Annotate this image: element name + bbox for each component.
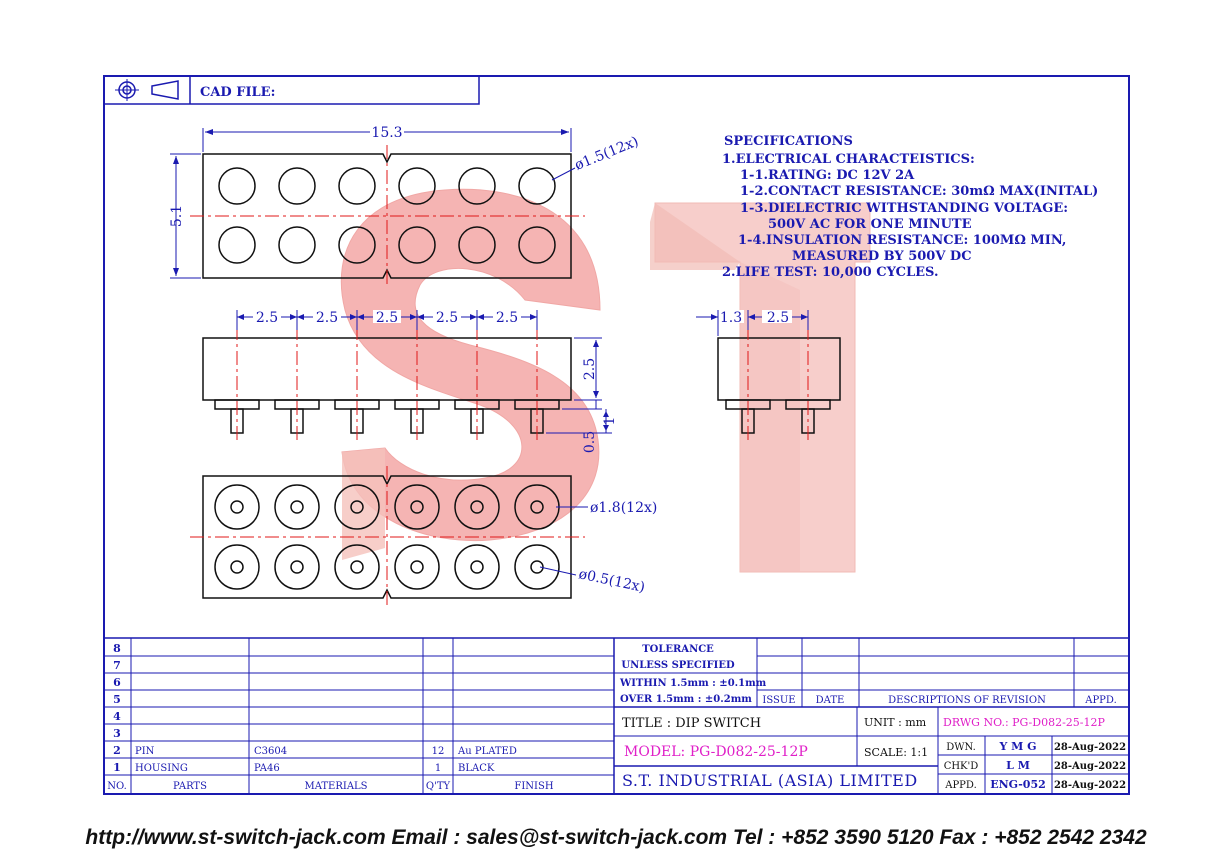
dim-pin-gap: 0.5 bbox=[582, 431, 598, 453]
spec-line-1: 1.ELECTRICAL CHARACTEISTICS: bbox=[722, 152, 975, 167]
bom-item-housing: 1 HOUSING PA46 1 BLACK bbox=[113, 761, 495, 774]
bom-header-parts: PARTS bbox=[173, 781, 207, 792]
bom-row-8: 8 bbox=[113, 642, 121, 655]
front-view: 2.5 2.5 2.5 2.5 2.5 2.5 1 0.5 bbox=[202, 310, 618, 453]
spec-line-7: MEASURED BY 500V DC bbox=[792, 249, 972, 264]
drwg-number: DRWG NO.: PG-D082-25-12P bbox=[943, 716, 1105, 729]
spec-line-3: 1-2.CONTACT RESISTANCE: 30mΩ MAX(INITAL) bbox=[740, 184, 1098, 199]
dim-hole-outer-label: ø1.8(12x) bbox=[590, 500, 657, 516]
side-view: 1.3 2.5 bbox=[696, 310, 841, 440]
unit-text: UNIT : mm bbox=[864, 716, 927, 729]
dim-pitch-2: 2.5 bbox=[316, 310, 338, 326]
tolerance-within: WITHIN 1.5mm : ±0.1mm bbox=[619, 678, 767, 689]
dwn-value: Y M G bbox=[998, 740, 1036, 753]
dim-pitch-4: 2.5 bbox=[436, 310, 458, 326]
bottom-view: ø1.8(12x) ø0.5(12x) bbox=[190, 466, 657, 608]
bom-cell-part: HOUSING bbox=[135, 763, 188, 774]
dwn-date: 28-Aug-2022 bbox=[1054, 742, 1126, 753]
model-number: MODEL: PG-D082-25-12P bbox=[624, 744, 808, 760]
dim-width-label: 15.3 bbox=[371, 125, 402, 141]
top-hole-grid bbox=[218, 167, 556, 264]
dim-pin-length: 1 bbox=[602, 417, 618, 426]
bom-header-row: NO. PARTS MATERIALS Q'TY FINISH bbox=[107, 781, 554, 792]
bom-cell-part: PIN bbox=[135, 746, 155, 757]
spec-title: SPECIFICATIONS bbox=[724, 134, 853, 149]
specifications-block: SPECIFICATIONS 1.ELECTRICAL CHARACTEISTI… bbox=[722, 134, 1098, 280]
bom-table bbox=[104, 637, 1129, 794]
dim-height-label: 5.1 bbox=[169, 205, 185, 227]
bom-row-5: 5 bbox=[113, 693, 121, 706]
bottom-hole-grid bbox=[214, 484, 560, 590]
appd-label: APPD. bbox=[944, 780, 977, 791]
bom-row-4: 4 bbox=[113, 710, 121, 723]
bom-header-finish: FINISH bbox=[514, 781, 553, 792]
spec-line-6: 1-4.INSULATION RESISTANCE: 100MΩ MIN, bbox=[738, 233, 1066, 248]
bom-row-3: 3 bbox=[113, 727, 121, 740]
bom-cell-material: C3604 bbox=[254, 746, 287, 757]
bom-header-no: NO. bbox=[107, 781, 127, 792]
bom-cell-no: 1 bbox=[113, 761, 121, 774]
tolerance-over: OVER 1.5mm : ±0.2mm bbox=[620, 694, 752, 705]
dim-side-offset: 1.3 bbox=[720, 310, 742, 326]
bom-cell-finish: BLACK bbox=[458, 763, 495, 774]
company-name: S.T. INDUSTRIAL (ASIA) LIMITED bbox=[622, 771, 918, 790]
spec-line-2: 1-1.RATING: DC 12V 2A bbox=[740, 168, 915, 183]
dim-pitch-1: 2.5 bbox=[256, 310, 278, 326]
contact-footer: http://www.st-switch-jack.com Email : sa… bbox=[85, 826, 1147, 849]
dim-hole-inner-label: ø0.5(12x) bbox=[577, 566, 646, 596]
bom-row-6: 6 bbox=[113, 676, 121, 689]
bom-header-materials: MATERIALS bbox=[304, 781, 367, 792]
bom-cell-qty: 12 bbox=[432, 746, 445, 757]
chk-value: L M bbox=[1006, 759, 1030, 772]
dim-pitch-3: 2.5 bbox=[376, 310, 398, 326]
revision-desc-header: DESCRIPTIONS OF REVISION bbox=[888, 695, 1046, 706]
tolerance-title: TOLERANCE bbox=[642, 644, 714, 655]
spec-line-5: 500V AC FOR ONE MINUTE bbox=[768, 217, 972, 232]
appd-value: ENG-052 bbox=[990, 778, 1046, 791]
bom-row-7: 7 bbox=[113, 659, 121, 672]
scale-text: SCALE: 1:1 bbox=[864, 746, 928, 759]
bom-cell-finish: Au PLATED bbox=[457, 746, 517, 757]
tolerance-revision-grid bbox=[614, 638, 1129, 708]
bom-cell-qty: 1 bbox=[435, 763, 441, 774]
cad-file-label: CAD FILE: bbox=[200, 85, 275, 100]
revision-date-header: DATE bbox=[816, 695, 845, 706]
bom-cell-no: 2 bbox=[113, 744, 121, 757]
chk-label: CHK'D bbox=[944, 761, 979, 772]
sheet-border bbox=[103, 75, 1130, 795]
appd-date: 28-Aug-2022 bbox=[1054, 780, 1126, 791]
title-text: TITLE : DIP SWITCH bbox=[622, 716, 761, 731]
revision-issue-header: ISSUE bbox=[762, 695, 795, 706]
tolerance-subtitle: UNLESS SPECIFIED bbox=[621, 660, 735, 671]
bom-item-pin: 2 PIN C3604 12 Au PLATED bbox=[113, 744, 517, 757]
spec-line-8: 2.LIFE TEST: 10,000 CYCLES. bbox=[722, 265, 939, 280]
dim-body-height: 2.5 bbox=[582, 358, 598, 380]
dim-pitch-5: 2.5 bbox=[496, 310, 518, 326]
dim-hole-top-label: ø1.5(12x) bbox=[573, 134, 641, 174]
dim-side-pitch: 2.5 bbox=[767, 310, 789, 326]
bom-header-qty: Q'TY bbox=[426, 781, 451, 792]
chk-date: 28-Aug-2022 bbox=[1054, 761, 1126, 772]
projection-symbol-icon bbox=[115, 79, 179, 101]
dwn-label: DWN. bbox=[946, 742, 976, 753]
title-block-grid bbox=[614, 707, 1129, 794]
spec-line-4: 1-3.DIELECTRIC WITHSTANDING VOLTAGE: bbox=[740, 201, 1068, 216]
cad-header: CAD FILE: bbox=[103, 75, 480, 105]
revision-appd-header: APPD. bbox=[1084, 695, 1117, 706]
st-watermark-logo bbox=[340, 188, 871, 573]
bom-row-numbers: 8 7 6 5 4 3 bbox=[113, 642, 121, 740]
bom-cell-material: PA46 bbox=[254, 763, 280, 774]
